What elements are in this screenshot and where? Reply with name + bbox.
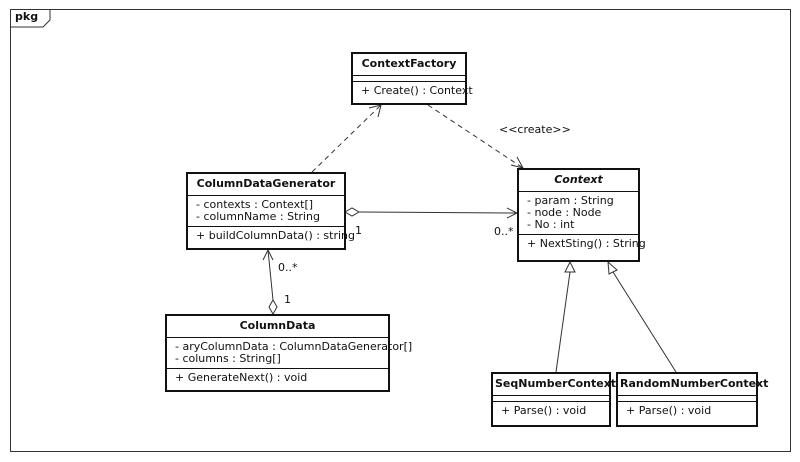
dependency-generator-factory-arrowhead — [368, 104, 382, 118]
attributes-compartment — [493, 396, 609, 402]
operations-compartment: + Parse() : void — [618, 402, 756, 420]
attribute: - contexts : Context[] — [196, 198, 314, 211]
operation: + Parse() : void — [501, 404, 587, 417]
multiplicity-generator-end: 0..* — [278, 261, 298, 274]
class-column-data[interactable]: ColumnData - aryColumnData : ColumnDataG… — [165, 314, 413, 392]
class-name: SeqNumberContext — [493, 374, 616, 396]
operation: + Parse() : void — [626, 404, 712, 417]
attribute: - columns : String[] — [175, 352, 281, 365]
package-label: pkg — [15, 10, 39, 23]
generalization-seq-triangle — [564, 260, 576, 273]
class-name: ContextFactory — [353, 54, 465, 76]
operations-compartment: + GenerateNext() : void — [167, 369, 388, 387]
class-name: RandomNumberContext — [618, 374, 768, 396]
aggregation-columndata-generator-arrowhead — [262, 248, 274, 261]
generalization-seq-context — [555, 271, 571, 373]
aggregation-columndata-generator — [267, 249, 274, 301]
class-random-number-context[interactable]: RandomNumberContext + Parse() : void — [616, 372, 768, 427]
aggregation-diamond-generator — [343, 207, 361, 217]
class-context-factory[interactable]: ContextFactory + Create() : Context — [351, 52, 473, 105]
dependency-generator-factory — [311, 104, 382, 173]
operation: + NextSting() : String — [527, 237, 646, 250]
attribute: - columnName : String — [196, 210, 320, 223]
generalization-random-triangle — [607, 260, 618, 275]
attribute: - No : int — [527, 218, 575, 231]
attribute: - aryColumnData : ColumnDataGenerator[] — [175, 340, 413, 353]
aggregation-diamond-columndata — [268, 298, 278, 316]
class-column-data-generator[interactable]: ColumnDataGenerator - contexts : Context… — [186, 172, 356, 250]
operation: + GenerateNext() : void — [175, 371, 308, 384]
attribute: - param : String — [527, 194, 614, 207]
class-name: ColumnData — [167, 316, 388, 338]
operations-compartment: + buildColumnData() : string — [188, 227, 356, 245]
attributes-compartment: - param : String - node : Node - No : in… — [519, 192, 638, 235]
create-stereotype-label: <<create>> — [499, 123, 571, 136]
operations-compartment: + NextSting() : String — [519, 235, 646, 253]
aggregation-generator-context — [358, 211, 518, 214]
package-tab-outline — [10, 9, 51, 28]
operation: + buildColumnData() : string — [196, 229, 356, 242]
class-seq-number-context[interactable]: SeqNumberContext + Parse() : void — [491, 372, 616, 427]
attributes-compartment — [353, 76, 465, 82]
generalization-random-context — [612, 271, 677, 373]
operations-compartment: + Create() : Context — [353, 82, 473, 100]
class-name: ColumnDataGenerator — [188, 174, 344, 196]
class-context[interactable]: Context - param : String - node : Node -… — [517, 168, 646, 262]
operations-compartment: + Parse() : void — [493, 402, 609, 420]
attributes-compartment: - aryColumnData : ColumnDataGenerator[] … — [167, 338, 413, 369]
attributes-compartment — [618, 396, 756, 402]
dependency-factory-context — [427, 104, 524, 169]
class-name: Context — [519, 170, 638, 192]
multiplicity-generator-side: 1 — [355, 224, 362, 237]
attribute: - node : Node — [527, 206, 602, 219]
attributes-compartment: - contexts : Context[] - columnName : St… — [188, 196, 344, 227]
multiplicity-columndata-end: 1 — [284, 293, 291, 306]
operation: + Create() : Context — [361, 84, 473, 97]
multiplicity-context-side: 0..* — [494, 225, 514, 238]
